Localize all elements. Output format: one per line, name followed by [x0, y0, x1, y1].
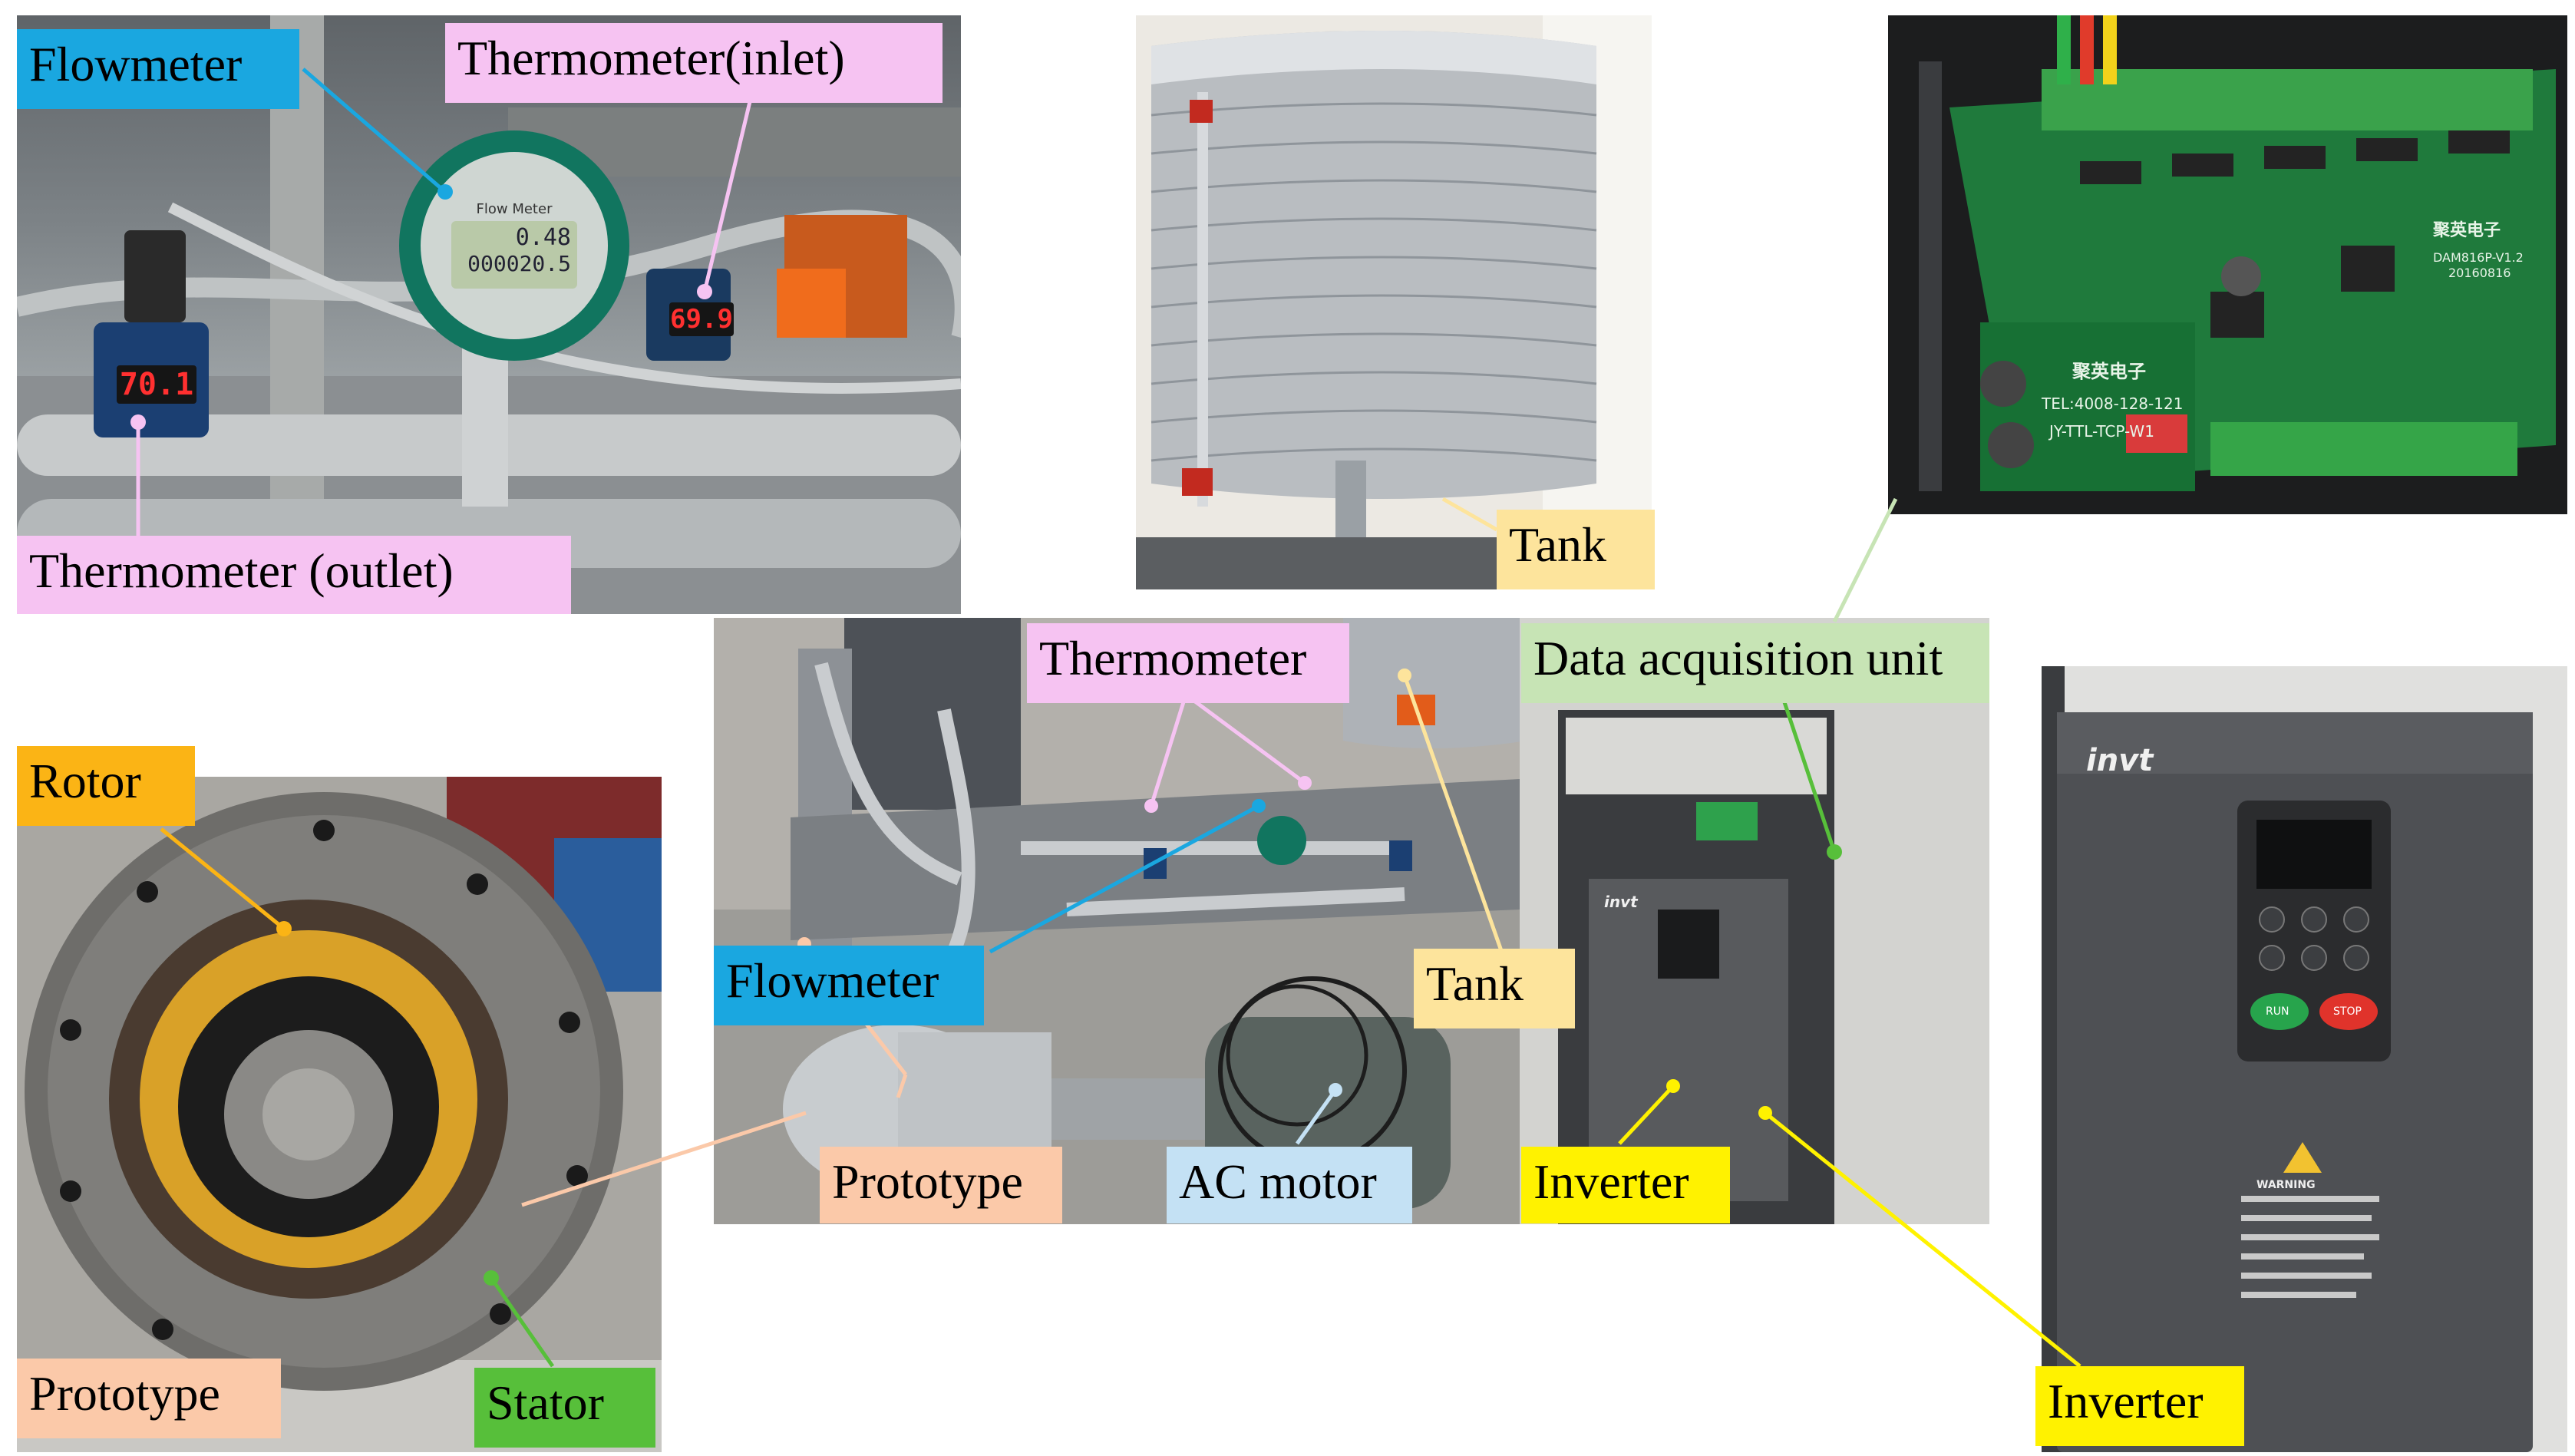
photo-flow-instruments: 70.1 69.9 Flow Meter 0.48 000020.5 [17, 15, 961, 614]
label-prototype-left: Prototype [17, 1359, 281, 1438]
keypad-buttons [2259, 906, 2369, 971]
leader-thermometer-inlet [702, 91, 754, 292]
flow-rate-display: 0.48 000020.5 [451, 221, 577, 289]
pcb-module-text: JY-TTL-TCP-W1 [2049, 422, 2154, 441]
pcb-brand-module-text: 聚英电子 [2072, 361, 2146, 382]
photo-tank [1136, 15, 1652, 589]
leader-dot [130, 414, 146, 430]
leader-dot [437, 184, 453, 200]
label-data-acquisition: Data acquisition unit [1521, 623, 1989, 703]
pcb-chips [2080, 130, 2510, 338]
leader-rotor [160, 827, 286, 930]
leader-thermometer-center-a [1149, 694, 1188, 807]
leader-flowmeter-top [302, 68, 447, 193]
label-stator: Stator [474, 1368, 655, 1448]
inverter-brand-logo: invt [2086, 743, 2154, 778]
leader-dot [1827, 844, 1842, 860]
leader-daq-center [1778, 690, 1837, 853]
inverter-brand-small: invt [1604, 893, 1638, 911]
leader-dot [1298, 776, 1312, 790]
inlet-temperature-display: 69.9 [669, 302, 734, 336]
pipework-drawing [17, 15, 961, 614]
leader-ac-motor [1295, 1088, 1338, 1145]
inverter-run-label: RUN [2266, 1005, 2289, 1018]
prototype-drawing [17, 777, 662, 1452]
inverter-warning-text-lines [2241, 1196, 2379, 1298]
leader-prototype-center [896, 1074, 908, 1098]
tank-insulation-ridges [1150, 102, 1597, 462]
leader-dot [697, 284, 712, 299]
leader-tank-center [1402, 675, 1507, 960]
leader-dot [1144, 799, 1158, 813]
label-thermometer-outlet: Thermometer (outlet) [17, 536, 571, 614]
label-flowmeter-center: Flowmeter [714, 946, 984, 1025]
label-thermometer-inlet: Thermometer(inlet) [445, 23, 943, 103]
label-tank-top: Tank [1497, 510, 1655, 589]
photo-prototype [17, 777, 662, 1452]
photo-daq-board: 聚英电子 DAM816P-V1.2 20160816 聚英电子 TEL:4008… [1888, 15, 2567, 514]
flow-rate-value: 0.48 [515, 224, 571, 251]
label-prototype-center: Prototype [820, 1147, 1062, 1223]
leader-prototype-to-photo [521, 1111, 807, 1207]
outlet-temperature-display: 70.1 [117, 365, 196, 404]
photo-inverter: invt RUN STOP WARNING [2042, 666, 2567, 1452]
pcb-date-text: 20160816 [2448, 266, 2511, 280]
leader-flowmeter-center [989, 804, 1260, 954]
leader-dot [1252, 799, 1266, 813]
label-inverter-right: Inverter [2035, 1366, 2244, 1446]
label-inverter-center: Inverter [1521, 1147, 1730, 1223]
pcb-model-text: DAM816P-V1.2 [2433, 250, 2524, 265]
leader-dot [1758, 1106, 1772, 1120]
leader-tank-top [1441, 497, 1498, 532]
inverter-drawing [2042, 666, 2567, 1452]
pcb-brand-text: 聚英电子 [2433, 221, 2501, 240]
leader-dot [1329, 1083, 1342, 1097]
label-flowmeter-top: Flowmeter [17, 29, 299, 109]
leader-inverter-right [1764, 1111, 2081, 1368]
leader-dot [484, 1270, 499, 1286]
label-rotor: Rotor [17, 746, 195, 826]
stator-bolt-holes [60, 820, 588, 1340]
inverter-warning-label: WARNING [2256, 1179, 2316, 1191]
pcb-tel-text: TEL:4008-128-121 [2042, 395, 2184, 413]
bench-pipes [814, 662, 1405, 975]
inverter-stop-label: STOP [2333, 1005, 2362, 1018]
leader-thermometer-center-b [1184, 692, 1306, 785]
tank-drawing [1136, 15, 1652, 589]
flow-total-value: 000020.5 [467, 251, 571, 276]
pcb-drawing [1888, 15, 2567, 514]
label-tank-center: Tank [1414, 949, 1575, 1028]
leader-daq-board [1832, 497, 1898, 623]
label-thermometer-center: Thermometer [1027, 623, 1349, 703]
leader-dot [1666, 1079, 1680, 1093]
label-ac-motor: AC motor [1167, 1147, 1412, 1223]
leader-inverter-center [1618, 1085, 1675, 1145]
leader-dot [276, 921, 292, 936]
leader-dot [1398, 669, 1411, 682]
leader-stator [489, 1276, 555, 1368]
flow-meter-title: Flow Meter [476, 201, 553, 217]
